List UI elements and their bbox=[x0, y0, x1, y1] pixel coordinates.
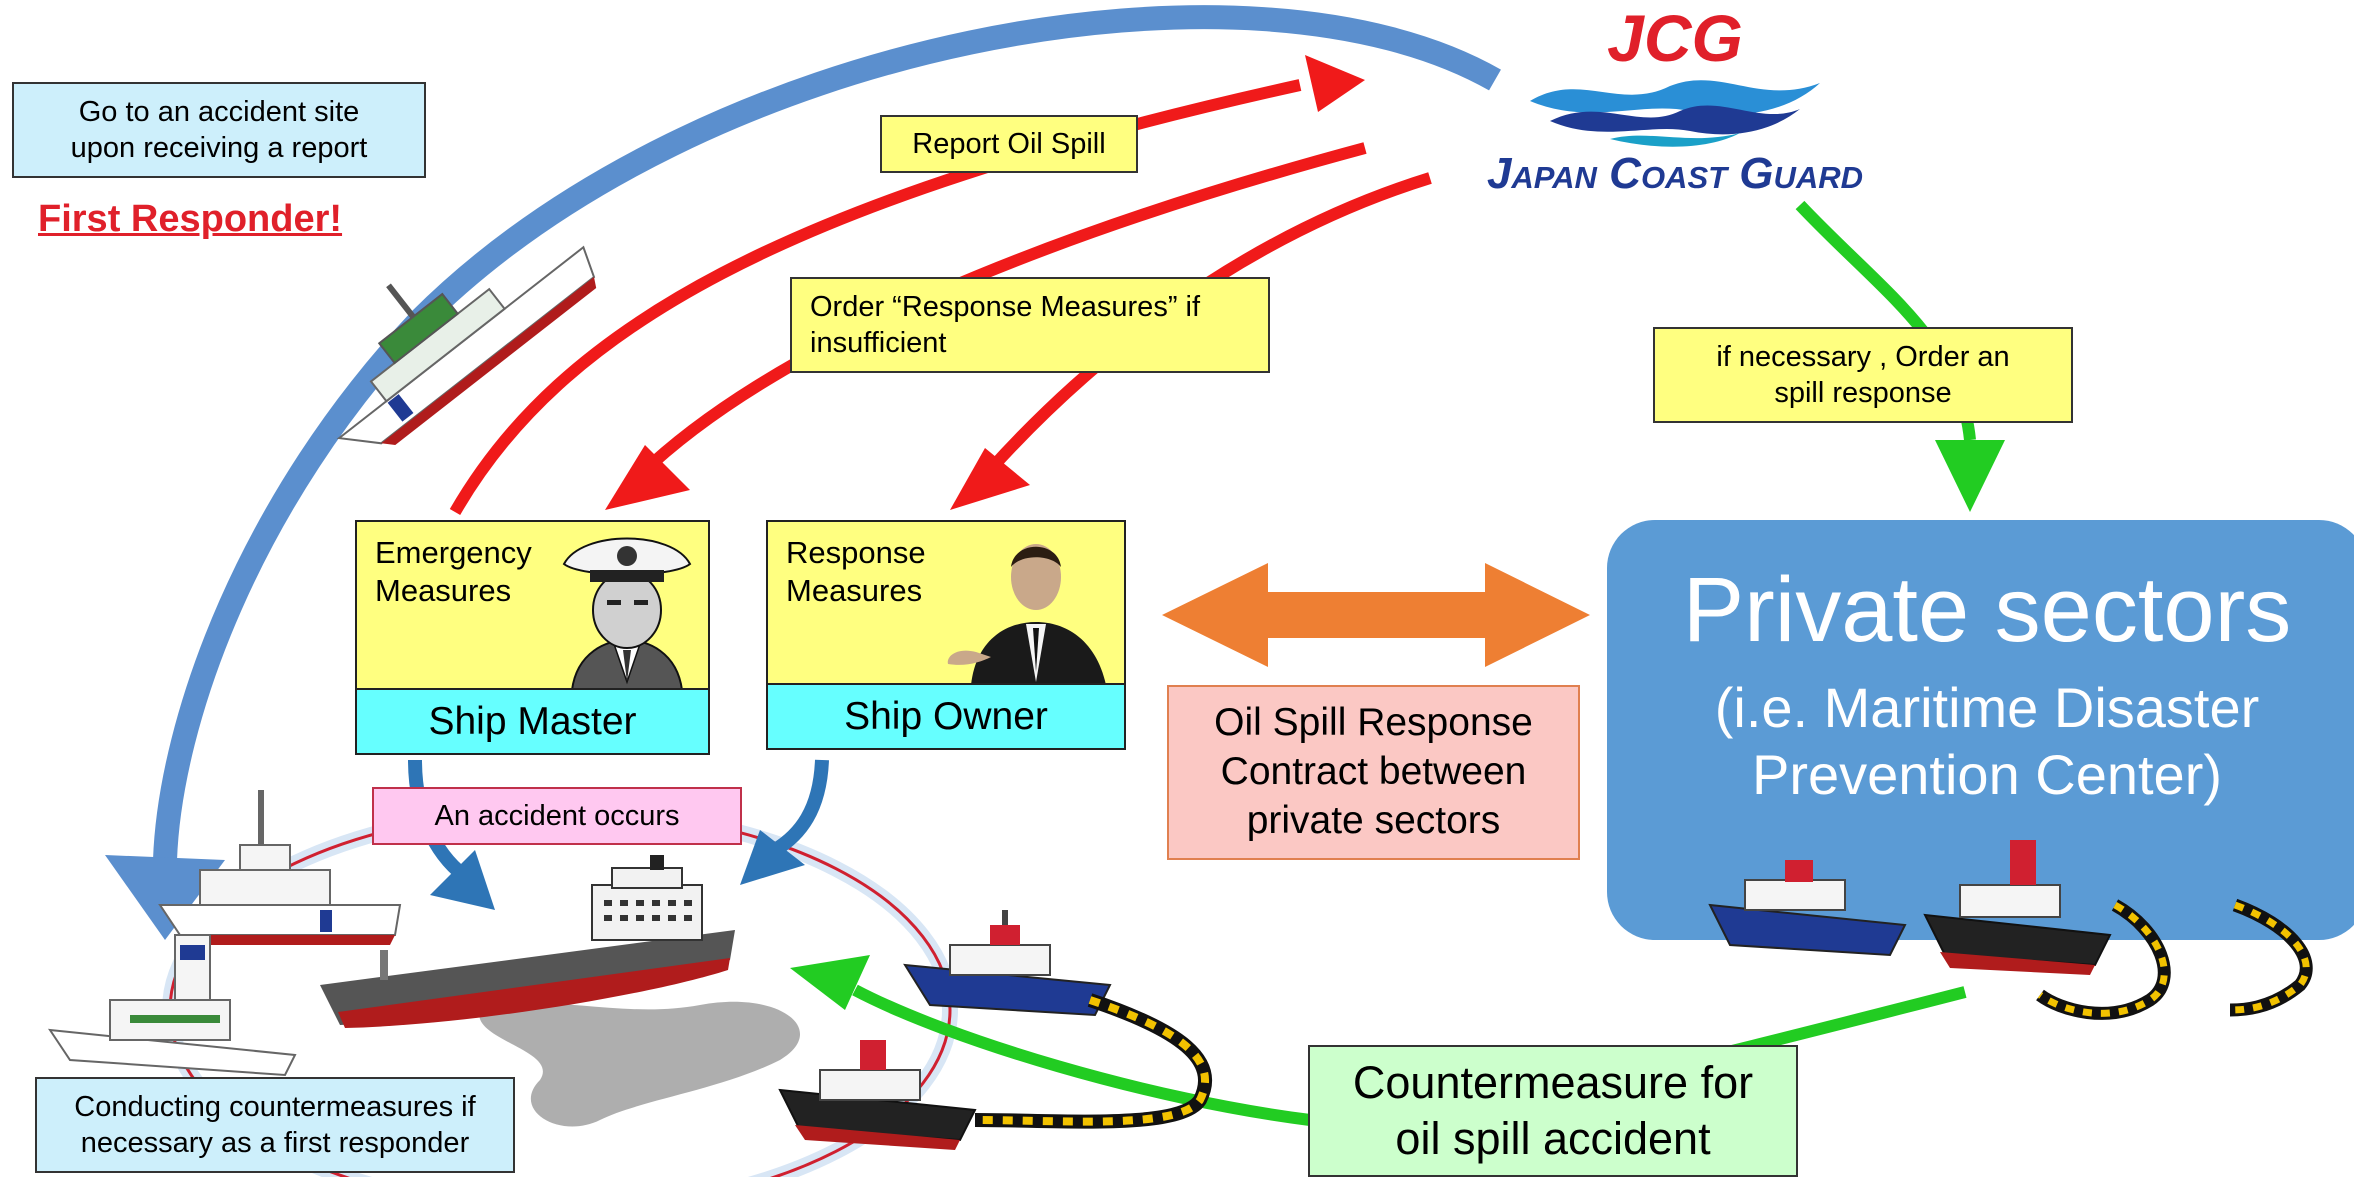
oil-slick bbox=[479, 1001, 801, 1127]
tugboat-icon bbox=[1923, 840, 2112, 975]
ship-owner-role: Ship Owner bbox=[766, 683, 1126, 750]
countermeasure-label: Countermeasure for oil spill accident bbox=[1308, 1045, 1798, 1177]
private-sectors-title: Private sectors bbox=[1682, 559, 2292, 661]
patrol-ship-icon bbox=[158, 790, 402, 945]
owner-to-accident-arrow bbox=[771, 759, 829, 857]
tanker-ship-icon bbox=[320, 855, 735, 1028]
businessman-person-icon bbox=[947, 544, 1106, 685]
tugboat-icon bbox=[903, 910, 1112, 1017]
dispatch-arc-arrow bbox=[153, 5, 1501, 861]
tugboat-icon bbox=[1708, 860, 1907, 957]
ship-owner-card: Response Measures bbox=[766, 520, 1126, 685]
contract-label: Oil Spill Response Contract between priv… bbox=[1167, 685, 1580, 860]
accident-occurs-label: An accident occurs bbox=[372, 787, 742, 845]
ship-master-role: Ship Master bbox=[355, 688, 710, 755]
conducting-label: Conducting countermeasures if necessary … bbox=[35, 1077, 515, 1173]
captain-person-icon bbox=[562, 537, 692, 690]
jcg-wave-icon bbox=[1530, 80, 1820, 147]
patrol-ship-icon bbox=[336, 245, 597, 446]
contract-double-arrow bbox=[1162, 563, 1590, 667]
emergency-measures-label: Emergency Measures bbox=[375, 535, 532, 608]
ship-owner-role-label: Ship Owner bbox=[844, 694, 1048, 738]
ship-master-card: Emergency Measures bbox=[355, 520, 710, 690]
report-oil-spill-label: Report Oil Spill bbox=[880, 115, 1138, 173]
jcg-abbr: JCG bbox=[1607, 1, 1743, 75]
jcg-logo: JCG Japan Coast Guard bbox=[1440, 1, 1910, 198]
if-necessary-label: if necessary , Order an spill response bbox=[1653, 327, 2073, 423]
jcg-name: Japan Coast Guard bbox=[1486, 149, 1864, 198]
private-sectors-box: Private sectors (i.e. Maritime Disaster … bbox=[1607, 520, 2354, 940]
patrol-ship-icon bbox=[47, 934, 297, 1077]
order-response-label: Order “Response Measures” if insufficien… bbox=[790, 277, 1270, 373]
private-sectors-subtitle: (i.e. Maritime Disaster Prevention Cente… bbox=[1714, 676, 2260, 807]
go-to-site-label: Go to an accident site upon receiving a … bbox=[12, 82, 426, 178]
ship-master-role-label: Ship Master bbox=[428, 699, 637, 743]
tugboat-icon bbox=[778, 1040, 977, 1150]
first-responder-label: First Responder! bbox=[38, 198, 343, 240]
response-measures-label: Response Measures bbox=[786, 535, 926, 608]
dispatch-arc-arrowhead bbox=[105, 855, 225, 940]
